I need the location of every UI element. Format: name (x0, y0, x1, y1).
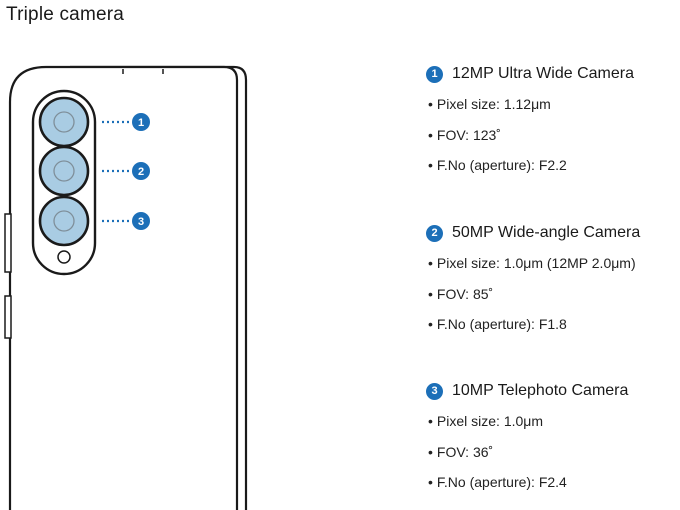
spec-item: •Pixel size: 1.12μm (428, 96, 551, 112)
lens-telephoto (38, 195, 90, 247)
spec-item: •FOV: 123˚ (428, 126, 501, 143)
callout-badge-1: 1 (132, 113, 150, 131)
svg-text:1: 1 (138, 117, 144, 129)
spec-item: •FOV: 36˚ (428, 443, 494, 460)
number-badge-2: 2 (426, 224, 443, 242)
camera-name: 12MP Ultra Wide Camera (452, 65, 634, 82)
spec-block-wide-angle: 2 50MP Wide-angle Camera •Pixel size: 1.… (426, 222, 640, 340)
number-badge-1: 1 (426, 65, 443, 83)
spec-item: •FOV: 85˚ (428, 285, 494, 302)
spec-block-telephoto: 3 10MP Telephoto Camera •Pixel size: 1.0… (426, 380, 628, 498)
callout-badge-2: 2 (132, 162, 150, 180)
phone-rear-panel (70, 65, 248, 510)
spec-block-ultra-wide: 1 12MP Ultra Wide Camera •Pixel size: 1.… (426, 63, 634, 181)
svg-text:3: 3 (138, 216, 144, 228)
spec-item: •Pixel size: 1.0μm (12MP 2.0μm) (428, 255, 636, 271)
number-badge-3: 3 (426, 382, 443, 400)
phone-back-illustration: 1 2 3 (4, 65, 248, 510)
lens-ultra-wide (38, 96, 90, 148)
spec-item: •Pixel size: 1.0μm (428, 413, 544, 429)
camera-name: 50MP Wide-angle Camera (452, 224, 641, 241)
svg-text:2: 2 (138, 166, 144, 178)
spec-item: •F.No (aperture): F2.2 (428, 157, 567, 173)
spec-item: •F.No (aperture): F1.8 (428, 316, 567, 332)
volume-button (4, 213, 12, 273)
page-title: Triple camera (6, 4, 125, 25)
camera-name: 10MP Telephoto Camera (452, 382, 629, 399)
power-button (4, 295, 12, 339)
lens-wide-angle (38, 145, 90, 197)
flash-icon (57, 250, 71, 264)
spec-item: •F.No (aperture): F2.4 (428, 474, 567, 490)
callout-badge-3: 3 (132, 212, 150, 230)
